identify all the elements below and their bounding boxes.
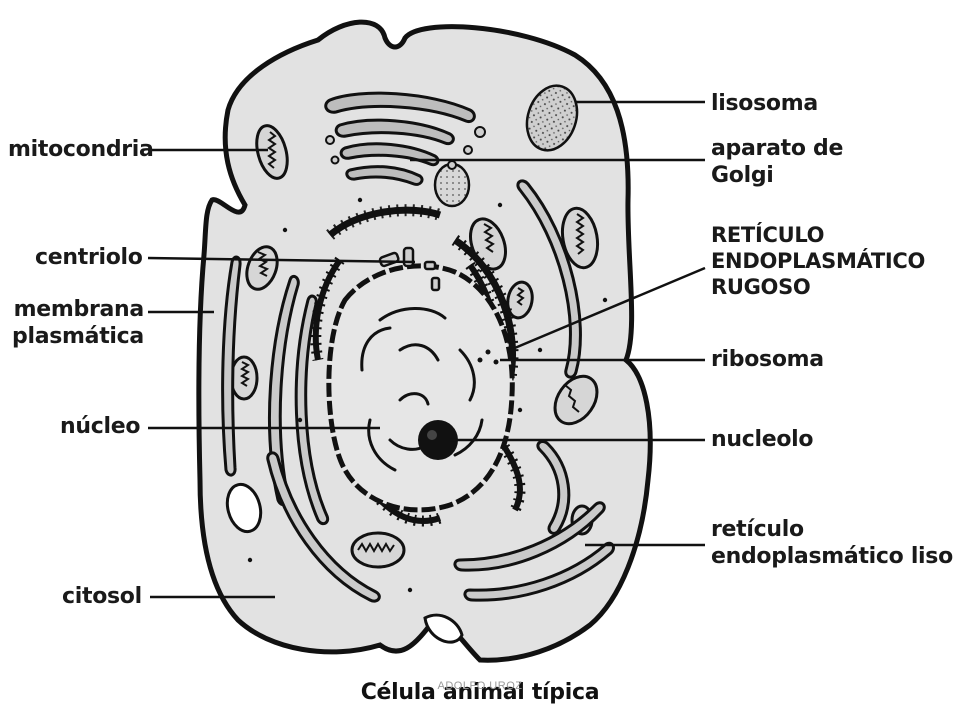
label-rer-line3: RUGOSO xyxy=(711,275,811,299)
label-aparato-de-golgi: aparato de Golgi xyxy=(711,135,843,189)
label-ribosoma: ribosoma xyxy=(711,347,824,372)
label-mitocondria: mitocondria xyxy=(8,137,154,162)
label-rer-line1: RETÍCULO xyxy=(711,223,825,247)
label-centriolo: centriolo xyxy=(35,245,143,270)
endoplasmic-reticulum xyxy=(221,179,615,603)
ribosomes xyxy=(247,197,608,593)
membrane-notch-bottom xyxy=(423,613,464,644)
lysosome xyxy=(525,84,579,152)
label-reticulo-liso: retículo endoplasmático liso xyxy=(711,516,953,570)
label-rer-line2: ENDOPLASMÁTICO xyxy=(711,249,926,273)
vacuole xyxy=(225,482,263,534)
golgi-vesicles xyxy=(325,126,486,170)
centriole xyxy=(378,246,441,292)
mitochondria xyxy=(229,124,600,569)
label-membrana-line2: plasmática xyxy=(12,324,144,349)
golgi-apparatus xyxy=(324,91,476,186)
nucleolus-highlight xyxy=(427,430,437,440)
label-reticulo-rugoso: RETÍCULO ENDOPLASMÁTICO RUGOSO xyxy=(711,222,925,300)
mitochondria-cristae xyxy=(240,131,585,554)
label-lisosoma: lisosoma xyxy=(711,91,818,116)
watermark: ADOLFO UROZ xyxy=(437,680,523,692)
label-citosol: citosol xyxy=(62,584,142,609)
label-rel-line1: retículo xyxy=(711,517,804,542)
label-membrana-plasmatica: membrana plasmática xyxy=(12,296,144,350)
label-nucleo: núcleo xyxy=(60,414,141,439)
figure-caption: Célula animal típica xyxy=(360,680,600,705)
label-golgi-line1: aparato de xyxy=(711,136,844,161)
label-membrana-line1: membrana xyxy=(13,297,145,322)
vesicle xyxy=(433,162,471,208)
leader-lines xyxy=(147,100,706,599)
label-golgi-line2: Golgi xyxy=(711,163,774,188)
label-rel-line2: endoplasmático liso xyxy=(711,544,953,569)
nucleus xyxy=(326,263,515,513)
label-nucleolo: nucleolo xyxy=(711,427,814,452)
nucleolus xyxy=(418,420,458,460)
